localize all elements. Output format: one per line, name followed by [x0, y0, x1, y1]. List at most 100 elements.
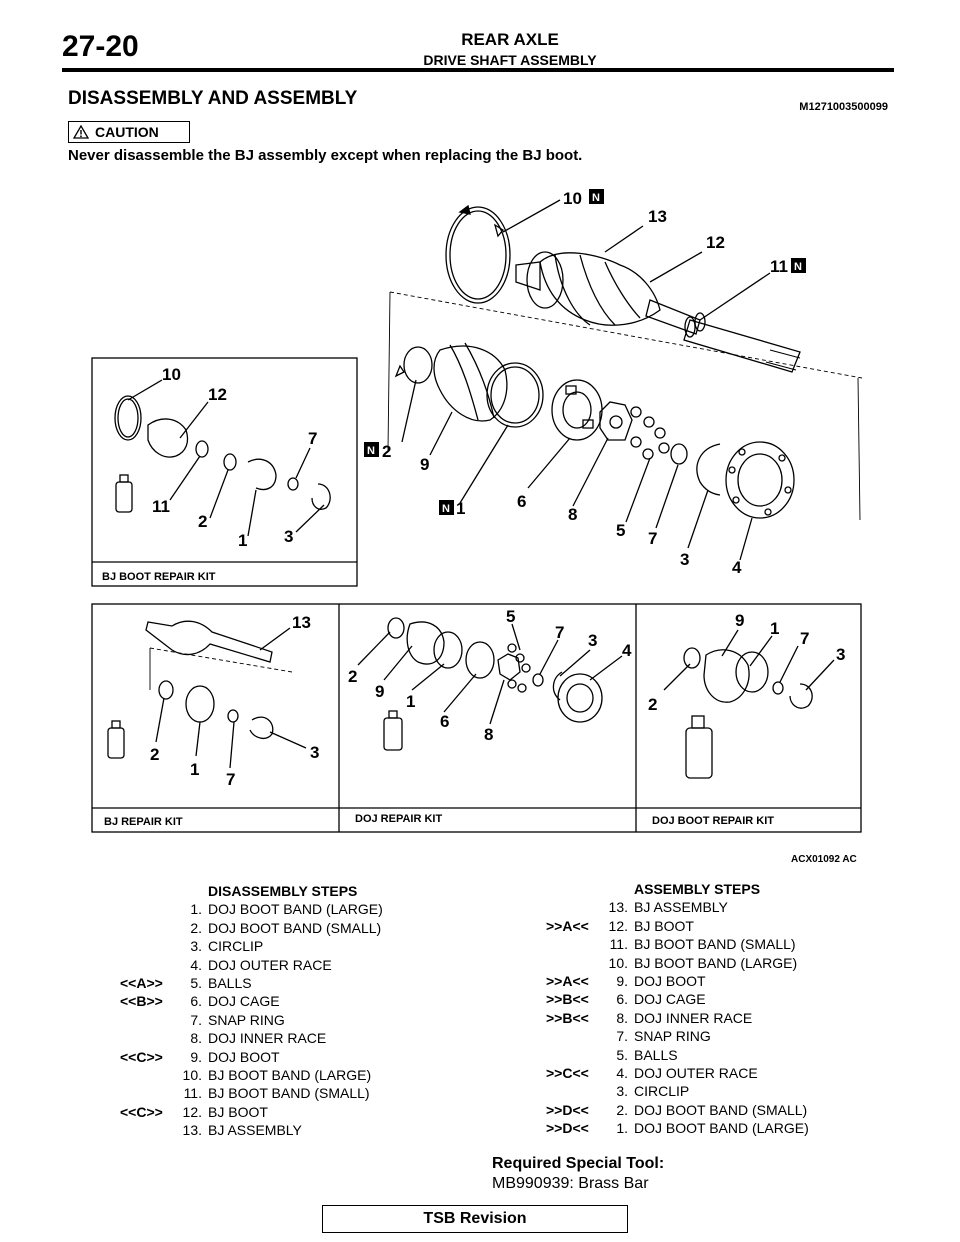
- step-number: 1.: [190, 901, 202, 918]
- step-row: >>C<<4.DOJ OUTER RACE: [546, 1064, 809, 1082]
- kit-label-bj-boot: BJ BOOT REPAIR KIT: [102, 571, 216, 583]
- step-row: <<A>>5.BALLS: [120, 974, 383, 992]
- step-text: BJ BOOT BAND (LARGE): [208, 1067, 372, 1084]
- step-tag: [546, 1046, 608, 1064]
- step-tag: [120, 900, 182, 918]
- step-row: 5. BALLS: [546, 1046, 809, 1064]
- step-number: 6.: [190, 993, 202, 1010]
- step-text: BALLS: [634, 1046, 678, 1063]
- callout-3: 3: [680, 550, 689, 569]
- step-tag: [120, 919, 182, 937]
- step-text: DOJ CAGE: [208, 993, 280, 1010]
- figure-id: ACX01092 AC: [791, 854, 857, 865]
- step-number: 10.: [608, 954, 628, 971]
- step-tag: [546, 1027, 608, 1045]
- callout-12: 12: [208, 385, 227, 404]
- step-tag: [546, 1082, 608, 1100]
- callout-9: 9: [420, 455, 429, 474]
- step-tag: [120, 956, 182, 974]
- step-tag: [546, 954, 608, 972]
- step-number: 11.: [609, 936, 628, 953]
- kit-label-bj: BJ REPAIR KIT: [104, 816, 183, 828]
- step-text: DOJ CAGE: [634, 991, 706, 1008]
- step-text: DOJ OUTER RACE: [208, 956, 332, 973]
- section-subtitle: DRIVE SHAFT ASSEMBLY: [423, 52, 597, 68]
- step-row: 11.BJ BOOT BAND (SMALL): [120, 1084, 383, 1102]
- step-text: BJ BOOT: [634, 917, 694, 934]
- step-text: SNAP RING: [634, 1028, 711, 1045]
- caution-badge: CAUTION: [68, 121, 190, 143]
- step-tag: [120, 937, 182, 955]
- step-number: 13.: [608, 899, 628, 916]
- step-row: 2.DOJ BOOT BAND (SMALL): [120, 919, 383, 937]
- step-tag: >>A<<: [546, 973, 589, 990]
- callout-13: 13: [292, 613, 311, 632]
- callout-1: 1: [406, 692, 415, 711]
- assembly-steps: ASSEMBLY STEPS 13.BJ ASSEMBLY>>A<<12.BJ …: [546, 880, 809, 1138]
- step-text: DOJ BOOT BAND (SMALL): [634, 1101, 808, 1118]
- step-tag: <<C>>: [120, 1103, 163, 1120]
- step-number: 8.: [616, 1009, 628, 1026]
- step-text: CIRCLIP: [208, 938, 264, 955]
- step-number: 9.: [190, 1048, 202, 1065]
- step-row: <<C>>9.DOJ BOOT: [120, 1048, 383, 1066]
- step-number: 7.: [616, 1028, 628, 1045]
- callout-8: 8: [568, 505, 577, 524]
- step-tag: [120, 1011, 182, 1029]
- step-tag: >>D<<: [546, 1120, 589, 1137]
- callout-1: 1: [770, 619, 779, 638]
- step-text: CIRCLIP: [634, 1083, 690, 1100]
- step-row: 7.SNAP RING: [120, 1011, 383, 1029]
- callout-12: 12: [706, 233, 725, 252]
- callout-3: 3: [588, 631, 597, 650]
- callout-1: 1: [456, 499, 465, 518]
- callout-7: 7: [648, 529, 657, 548]
- step-number: 3.: [190, 938, 202, 955]
- step-tag: [120, 1066, 182, 1084]
- callout-7: 7: [555, 623, 564, 642]
- step-number: 2.: [616, 1101, 628, 1118]
- callout-2: 2: [348, 667, 357, 686]
- step-row: 13.BJ ASSEMBLY: [120, 1121, 383, 1139]
- step-number: 5.: [616, 1046, 628, 1063]
- step-number: 3.: [616, 1083, 628, 1100]
- callout-8: 8: [484, 725, 493, 744]
- new-mark-text: N: [592, 192, 600, 204]
- disassembly-list: 1.DOJ BOOT BAND (LARGE)2.DOJ BOOT BAND (…: [120, 900, 383, 1139]
- callout-6: 6: [440, 712, 449, 731]
- caution-text: Never disassemble the BJ assembly except…: [68, 147, 583, 164]
- callout-2: 2: [648, 695, 657, 714]
- callout-10: 10: [563, 189, 582, 208]
- kit-label-doj-boot: DOJ BOOT REPAIR KIT: [652, 815, 774, 827]
- special-tool-item: MB990939: Brass Bar: [492, 1175, 649, 1192]
- step-tag: >>A<<: [546, 917, 589, 934]
- step-row: 1.DOJ BOOT BAND (LARGE): [120, 900, 382, 918]
- step-number: 7.: [190, 1011, 202, 1028]
- step-text: DOJ BOOT BAND (LARGE): [634, 1120, 809, 1137]
- step-row: >>B<<6.DOJ CAGE: [546, 990, 809, 1008]
- step-row: 8.DOJ INNER RACE: [120, 1029, 383, 1047]
- step-text: BJ BOOT BAND (LARGE): [634, 954, 798, 971]
- assembly-heading: ASSEMBLY STEPS: [634, 881, 761, 897]
- new-mark-text: N: [442, 503, 450, 515]
- step-number: 12.: [182, 1103, 202, 1120]
- step-text: BALLS: [208, 975, 252, 992]
- step-number: 9.: [616, 973, 628, 990]
- callout-9: 9: [375, 682, 384, 701]
- step-row: 7. SNAP RING: [546, 1027, 809, 1045]
- page-number: 27-20: [62, 30, 139, 63]
- exploded-view-figure: N N N N 10 13 12 11 2 9 1 6 8 5 7 3 4 10…: [91, 189, 863, 865]
- callout-5: 5: [616, 521, 625, 540]
- step-number: 2.: [190, 919, 202, 936]
- caution-label: CAUTION: [95, 124, 159, 140]
- step-text: DOJ INNER RACE: [634, 1009, 753, 1026]
- step-row: >>B<<8.DOJ INNER RACE: [546, 1009, 809, 1027]
- warning-triangle-icon: [73, 125, 89, 139]
- new-mark-text: N: [794, 261, 802, 273]
- step-text: BJ ASSEMBLY: [208, 1122, 302, 1139]
- step-tag: <<A>>: [120, 975, 163, 992]
- callout-3: 3: [310, 743, 319, 762]
- disassembly-steps: DISASSEMBLY STEPS 1.DOJ BOOT BAND (LARGE…: [120, 882, 383, 1140]
- callout-9: 9: [735, 611, 744, 630]
